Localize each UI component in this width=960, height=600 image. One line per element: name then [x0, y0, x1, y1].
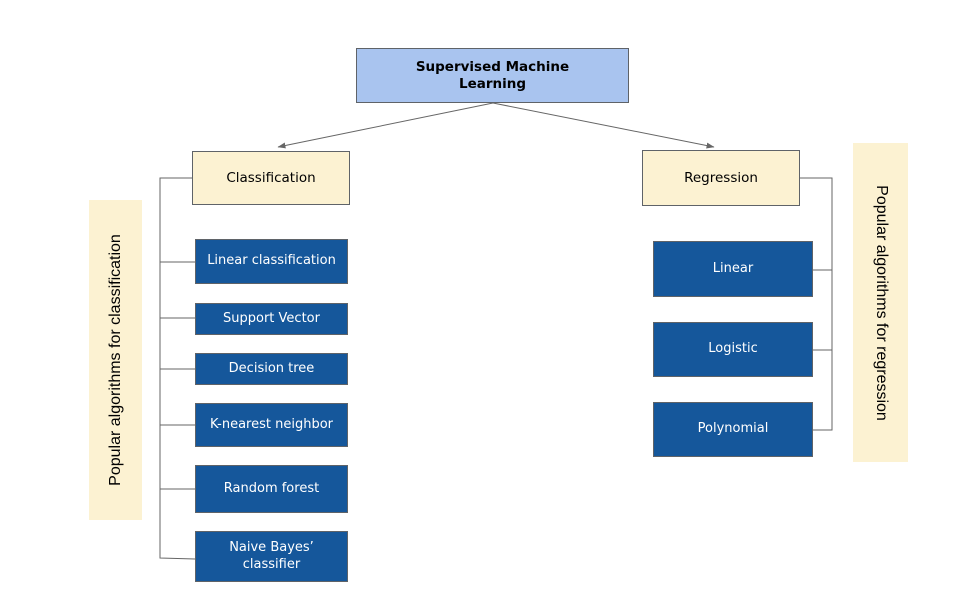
algo-node-k-nearest-neighbor: K-nearest neighbor — [195, 403, 348, 447]
algo-node-decision-tree: Decision tree — [195, 353, 348, 385]
side-label-classification-algorithms: Popular algorithms for classification — [89, 200, 142, 520]
branch-node-classification: Classification — [192, 151, 350, 205]
algo-node-support-vector: Support Vector — [195, 303, 348, 335]
branch-node-regression: Regression — [642, 150, 800, 206]
side-label-regression-text: Popular algorithms for regression — [872, 184, 890, 421]
algo-node-naive-bayes-classifier: Naive Bayes’ classifier — [195, 531, 348, 582]
algo-node-polynomial-regression: Polynomial — [653, 402, 813, 457]
algo-node-logistic-regression: Logistic — [653, 322, 813, 377]
algo-node-random-forest: Random forest — [195, 465, 348, 513]
root-node-supervised-machine-learning: Supervised Machine Learning — [356, 48, 629, 103]
algo-node-linear-regression: Linear — [653, 241, 813, 297]
side-label-regression-algorithms: Popular algorithms for regression — [853, 143, 908, 462]
algo-node-linear-classification: Linear classification — [195, 239, 348, 284]
side-label-classification-text: Popular algorithms for classification — [106, 234, 124, 486]
